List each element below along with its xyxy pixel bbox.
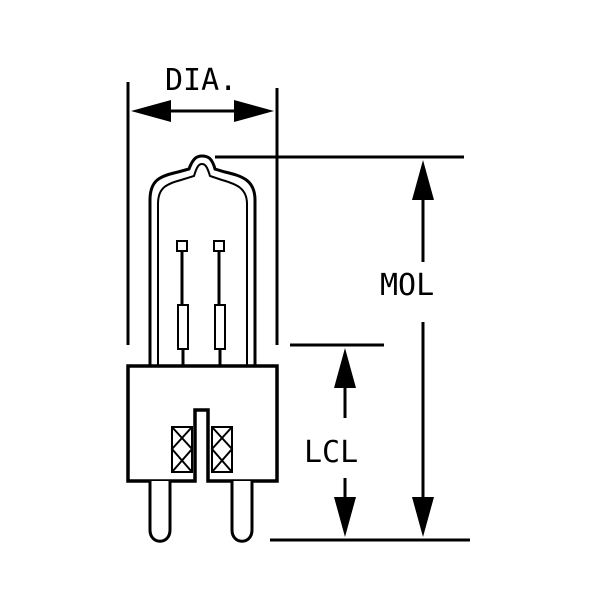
base-details bbox=[170, 426, 234, 473]
mol-dimension bbox=[215, 155, 470, 542]
lcl-dimension bbox=[290, 343, 384, 537]
pin-left bbox=[148, 481, 172, 543]
lamp-base bbox=[126, 364, 279, 483]
base-pin-seat-left-hatch bbox=[170, 426, 194, 473]
diameter-arrow-left bbox=[131, 100, 171, 122]
mol-label: MOL bbox=[380, 268, 434, 303]
base-pin-seat-right-hatch bbox=[210, 426, 234, 473]
lcl-label: LCL bbox=[304, 435, 358, 470]
filament-cap-right bbox=[213, 240, 225, 252]
filament-assembly bbox=[176, 240, 226, 366]
lcl-arrow-down bbox=[334, 497, 356, 537]
mol-arrow-up bbox=[412, 160, 434, 200]
glass-envelope-inner bbox=[157, 162, 248, 366]
diameter-dimension bbox=[126, 82, 279, 345]
diameter-arrow-right bbox=[234, 100, 274, 122]
glass-envelope-outer bbox=[148, 154, 257, 366]
foil-seal-right bbox=[214, 304, 226, 350]
lcl-arrow-up bbox=[334, 348, 356, 388]
pin-right bbox=[230, 481, 254, 543]
foil-seal-left bbox=[177, 304, 189, 350]
filament-cap-left bbox=[176, 240, 188, 252]
diameter-label: DIA. bbox=[165, 63, 237, 98]
mol-arrow-down bbox=[412, 497, 434, 537]
